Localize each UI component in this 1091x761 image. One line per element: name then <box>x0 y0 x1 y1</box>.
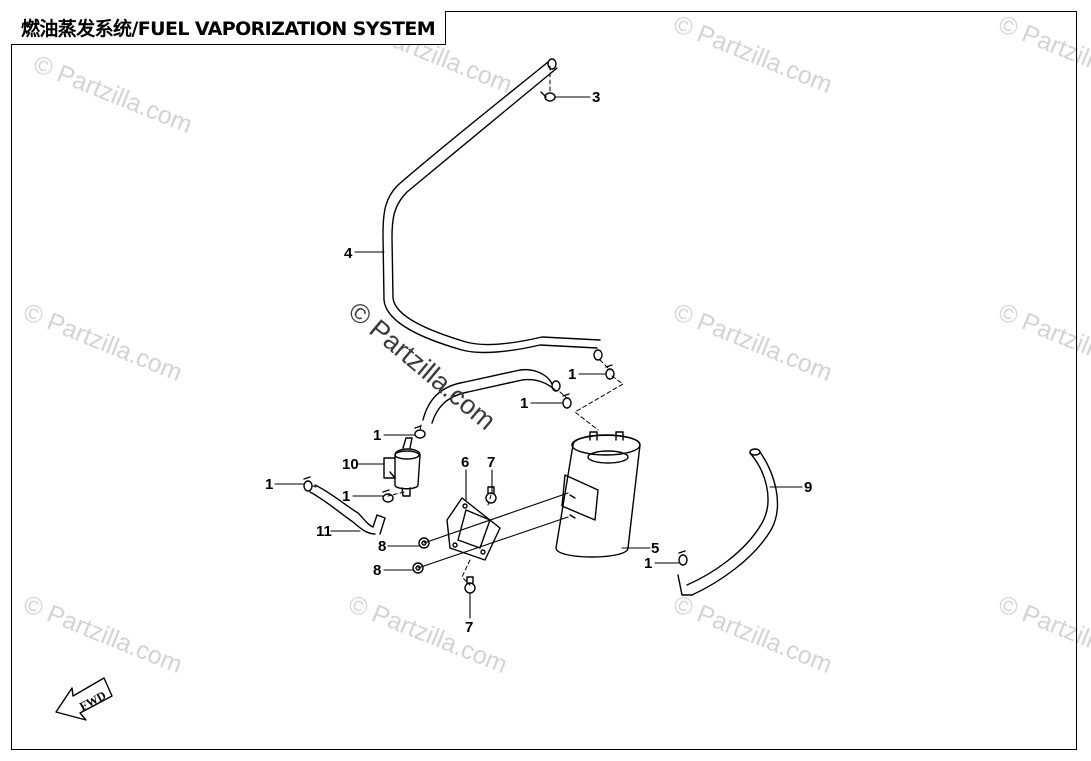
callout-8: 8 <box>373 562 381 579</box>
callout-1: 1 <box>342 488 350 505</box>
callout-7: 7 <box>465 619 473 636</box>
callout-3: 3 <box>592 89 600 106</box>
hose-middle <box>422 368 561 424</box>
callout-9: 9 <box>804 479 812 496</box>
diagram-frame <box>11 11 1077 750</box>
callout-5: 5 <box>651 540 659 557</box>
callout-4: 4 <box>344 245 353 262</box>
nut-8 <box>412 562 424 574</box>
leader-lines <box>274 96 803 619</box>
callout-11: 11 <box>316 523 332 540</box>
callout-1: 1 <box>520 395 528 412</box>
callout-1: 1 <box>568 366 576 383</box>
callout-7: 7 <box>487 454 495 471</box>
callout-6: 6 <box>461 454 469 471</box>
bolt-7 <box>485 486 497 504</box>
callout-8: 8 <box>378 538 386 555</box>
canister-5 <box>555 431 641 558</box>
assembly-lines <box>312 65 624 586</box>
clamp-1 <box>303 476 313 492</box>
clamp-1 <box>382 489 394 503</box>
page-title: 燃油蒸发系统/FUEL VAPORIZATION SYSTEM <box>11 11 447 45</box>
nut-8 <box>418 537 430 549</box>
hose-4 <box>382 58 603 361</box>
callout-10: 10 <box>342 456 359 473</box>
callout-1: 1 <box>373 427 381 444</box>
callout-1: 1 <box>644 555 652 572</box>
clamp-1 <box>678 550 688 566</box>
hose-11 <box>309 484 386 535</box>
hose-9 <box>677 448 779 596</box>
clamp-1 <box>414 425 426 439</box>
callout-1: 1 <box>265 476 273 493</box>
